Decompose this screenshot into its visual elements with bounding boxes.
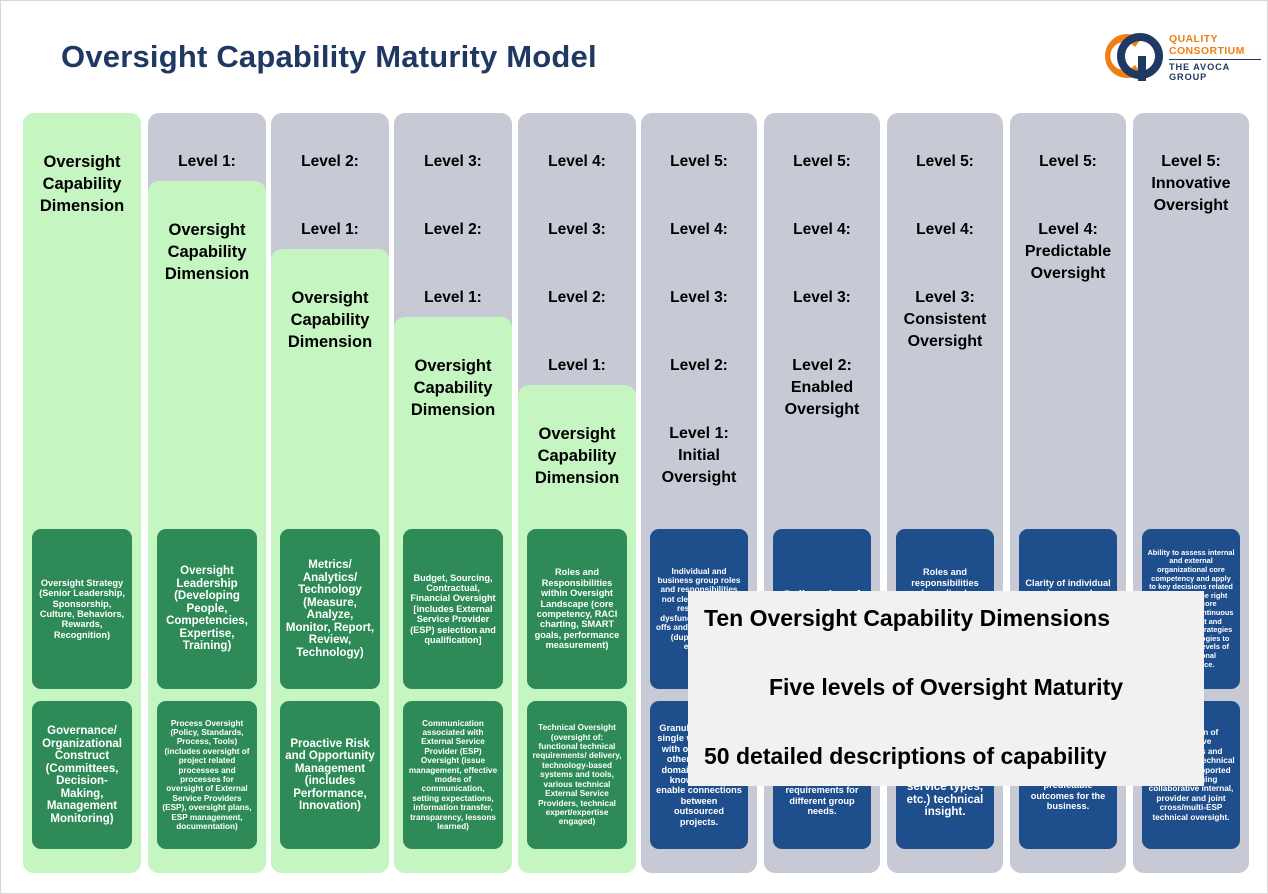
chip-text: Communication associated with External S…: [408, 718, 498, 832]
column-header-col-3: Oversight Capability Dimension: [287, 289, 373, 351]
chip-text: Oversight Strategy (Senior Leadership, S…: [39, 577, 125, 640]
stacked-level-label: Level 2:: [424, 221, 482, 238]
capability-chip[interactable]: Governance/ Organizational Construct (Co…: [32, 701, 132, 849]
stacked-level-label: Level 5:: [916, 153, 974, 170]
column-header-col-10: Level 5: Innovative Oversight: [1151, 153, 1231, 214]
chip-text: Governance/ Organizational Construct (Co…: [42, 725, 122, 825]
stacked-level-label: Level 4:: [793, 221, 851, 238]
stacked-level-label: Level 3:: [793, 289, 851, 306]
stacked-level-label: Level 2:: [548, 289, 606, 306]
stacked-level-label: Level 2:: [301, 153, 359, 170]
stacked-level-label: Level 4:: [548, 153, 606, 170]
chip-text: Oversight Leadership (Developing People,…: [166, 565, 248, 653]
avoca-quality-consortium-logo: QUALITY CONSORTIUM THE AVOCA GROUP: [1093, 28, 1261, 86]
stacked-level-label: Level 4:: [670, 221, 728, 238]
stacked-level-label: Level 3:: [424, 153, 482, 170]
stacked-level-label: Level 5:: [670, 153, 728, 170]
stacked-level-label: Level 1:: [178, 153, 236, 170]
column-header-col-6: Level 1: Initial Oversight: [661, 425, 737, 486]
stacked-level-label: Level 5:: [1039, 153, 1097, 170]
chip-text: Process Oversight (Policy, Standards, Pr…: [162, 718, 252, 832]
capability-chip[interactable]: Technical Oversight (oversight of: funct…: [527, 701, 627, 849]
logo-wordmark: QUALITY CONSORTIUM THE AVOCA GROUP: [1169, 33, 1261, 82]
capability-chip[interactable]: Process Oversight (Policy, Standards, Pr…: [157, 701, 257, 849]
capability-chip[interactable]: Oversight Strategy (Senior Leadership, S…: [32, 529, 132, 689]
capability-chip[interactable]: Oversight Leadership (Developing People,…: [157, 529, 257, 689]
column-header-col-5: Oversight Capability Dimension: [534, 425, 620, 487]
logo-mark-icon: [1105, 33, 1163, 81]
capability-chip[interactable]: Metrics/ Analytics/ Technology (Measure,…: [280, 529, 380, 689]
logo-line-consortium: CONSORTIUM: [1169, 44, 1245, 57]
stacked-level-label: Level 3:: [548, 221, 606, 238]
chip-text: Technical Oversight (oversight of: funct…: [532, 723, 622, 827]
capability-chip[interactable]: Roles and Responsibilities within Oversi…: [527, 529, 627, 689]
column-header-col-8: Level 3: Consistent Oversight: [903, 289, 987, 350]
stacked-level-label: Level 1:: [301, 221, 359, 238]
column-header-col-4: Oversight Capability Dimension: [410, 357, 496, 419]
callout-line-dimensions: Ten Oversight Capability Dimensions: [704, 605, 1110, 631]
capability-chip[interactable]: Communication associated with External S…: [403, 701, 503, 849]
stacked-level-label: Level 3:: [670, 289, 728, 306]
capability-chip[interactable]: Budget, Sourcing, Contractual, Financial…: [403, 529, 503, 689]
chip-text: Budget, Sourcing, Contractual, Financial…: [410, 572, 496, 646]
callout-line-descriptions: 50 detailed descriptions of capability: [704, 743, 1107, 769]
page-title: Oversight Capability Maturity Model: [61, 39, 597, 74]
stacked-level-label: Level 1:: [548, 357, 606, 374]
column-header-col-7: Level 2: Enabled Oversight: [784, 357, 860, 418]
capability-chip[interactable]: Proactive Risk and Opportunity Managemen…: [280, 701, 380, 849]
chip-text: Metrics/ Analytics/ Technology (Measure,…: [285, 559, 375, 659]
logo-divider: [1169, 59, 1261, 60]
column-header-col-2: Oversight Capability Dimension: [164, 221, 250, 283]
stacked-level-label: Level 1:: [424, 289, 482, 306]
column-header-col-9: Level 4: Predictable Oversight: [1024, 221, 1112, 282]
callout-line-levels: Five levels of Oversight Maturity: [768, 674, 1124, 700]
logo-line-quality: QUALITY: [1169, 33, 1218, 45]
column-header-col-1: Oversight Capability Dimension: [39, 153, 125, 215]
stacked-level-label: Level 4:: [916, 221, 974, 238]
stacked-level-label: Level 5:: [793, 153, 851, 170]
logo-line-avoca: THE AVOCA GROUP: [1169, 62, 1230, 82]
chip-text: Proactive Risk and Opportunity Managemen…: [285, 737, 375, 813]
chip-text: Roles and Responsibilities within Oversi…: [534, 567, 620, 651]
summary-callout: Ten Oversight Capability Dimensions Five…: [688, 591, 1204, 786]
stacked-level-label: Level 2:: [670, 357, 728, 374]
